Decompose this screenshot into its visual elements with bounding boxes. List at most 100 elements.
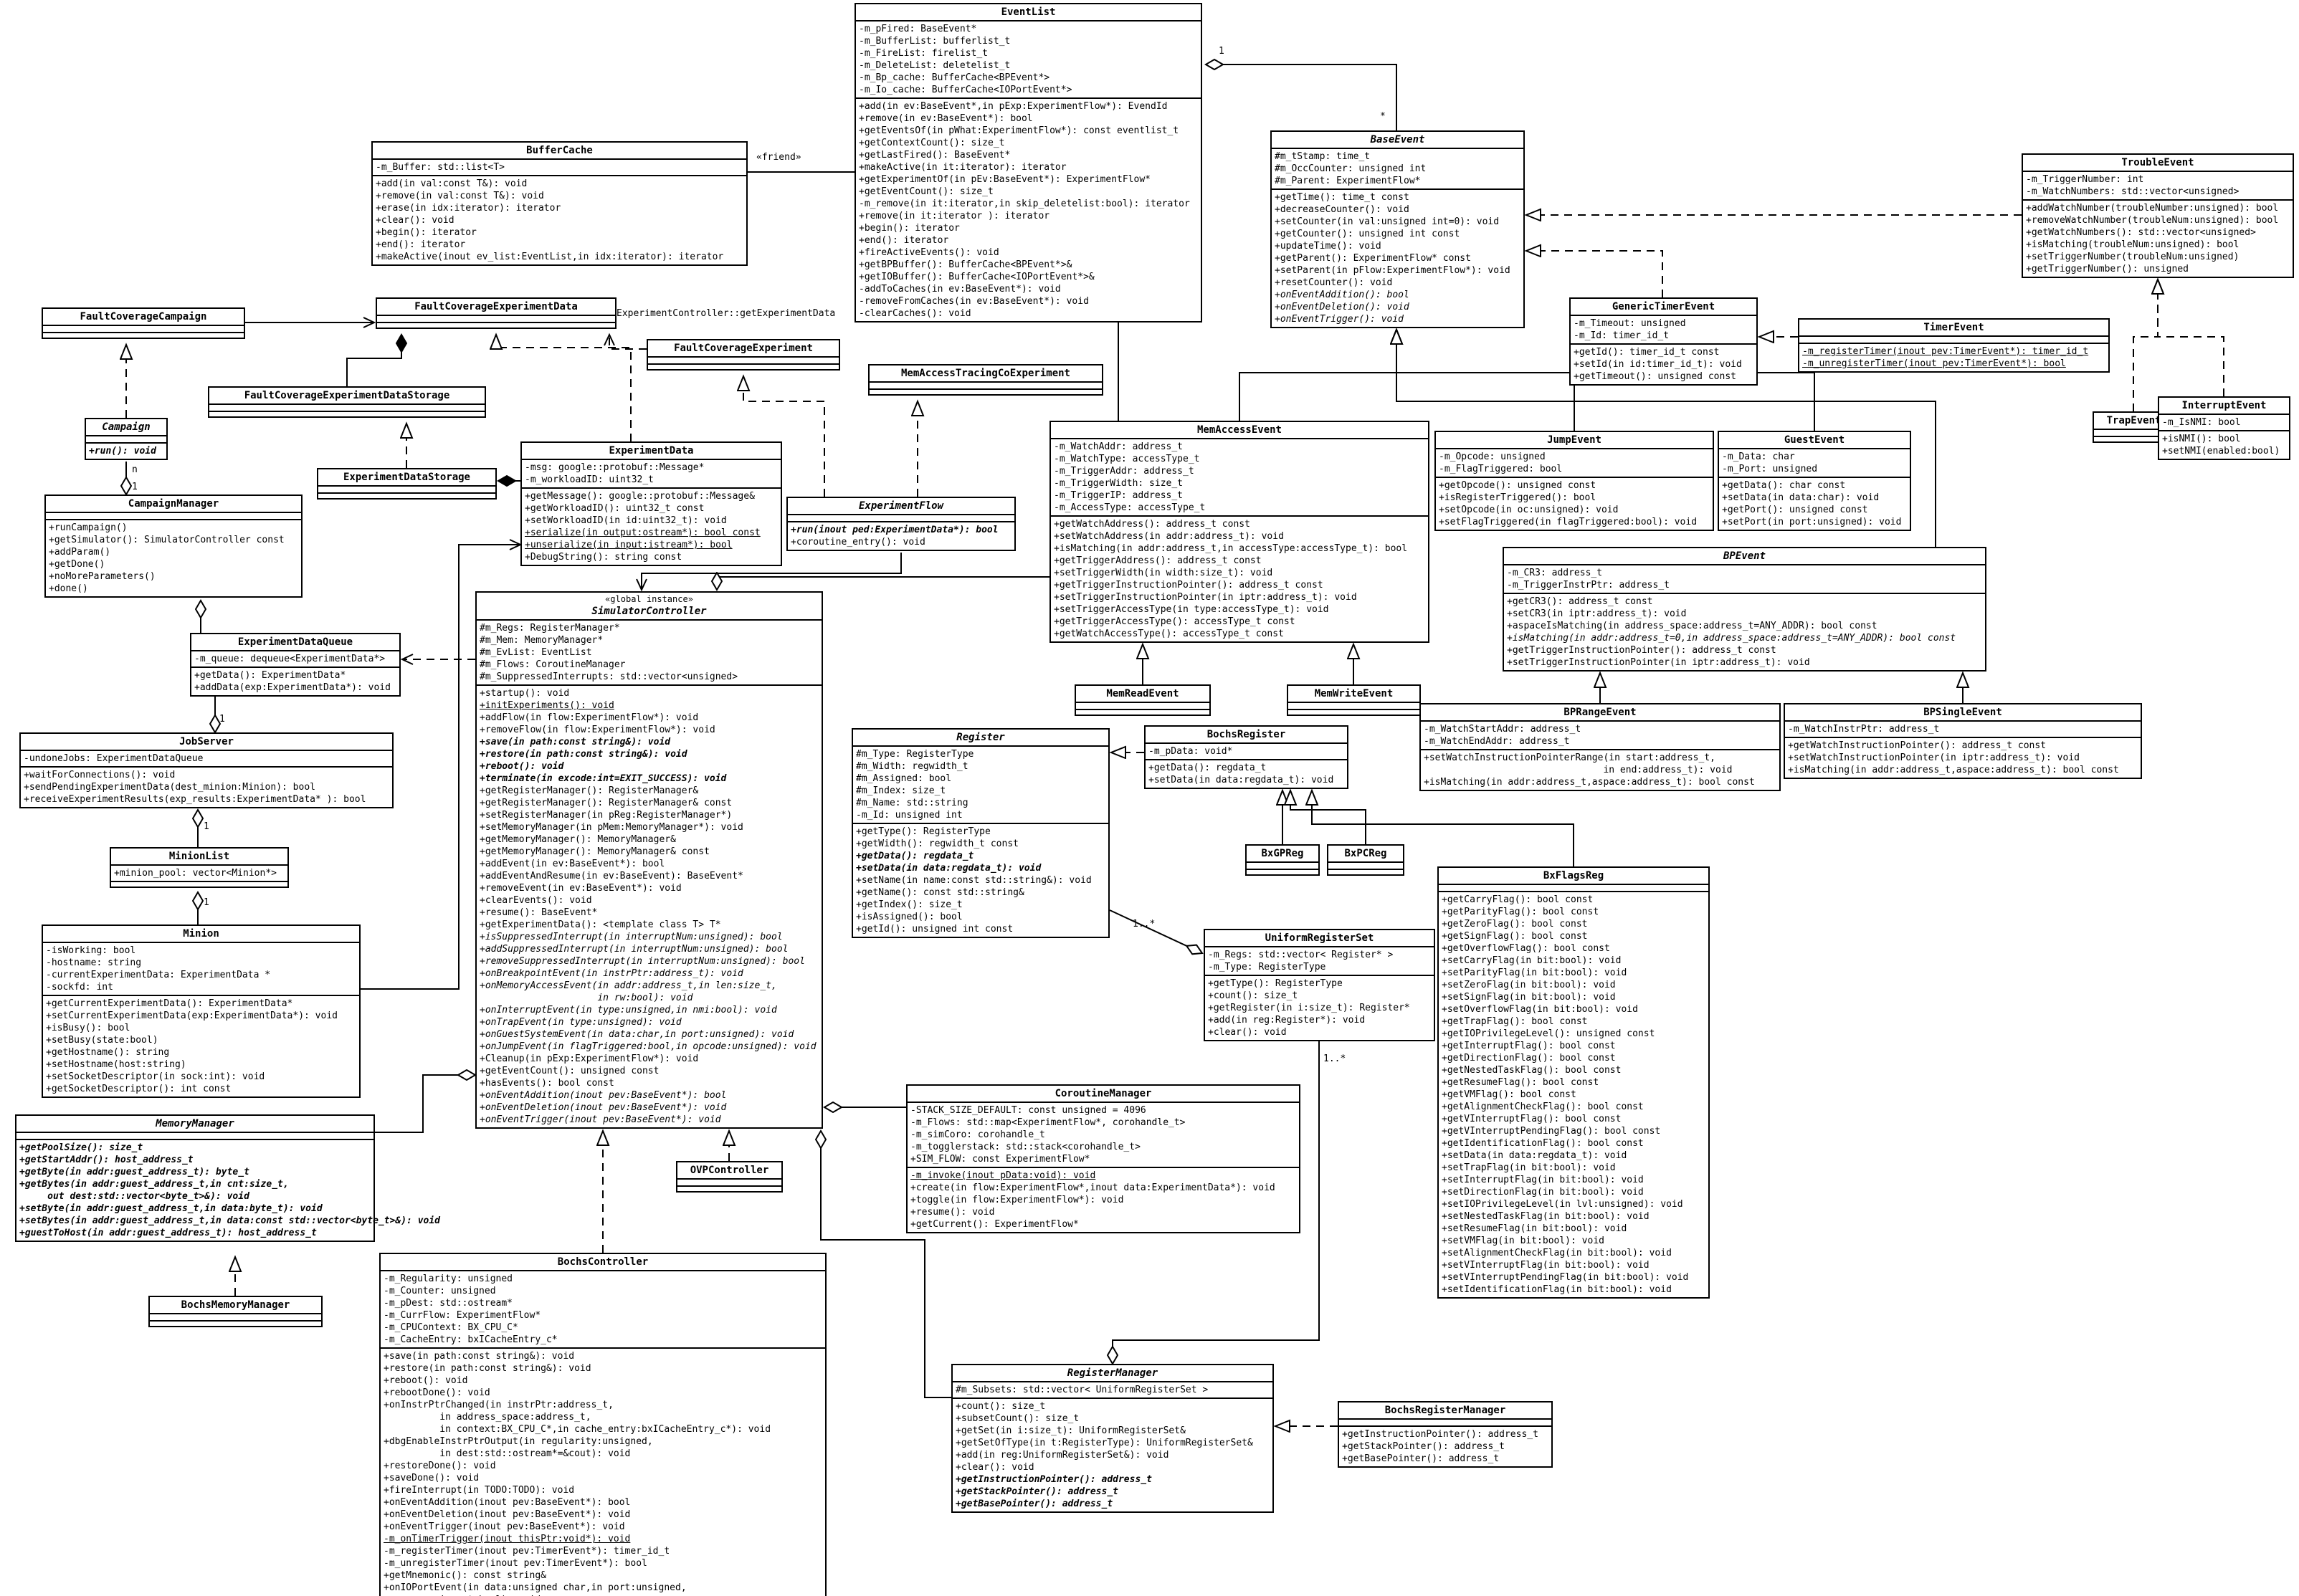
method: +getWatchInstructionPointer(): address_t…	[1788, 740, 2047, 751]
method: +removeWatchNumber(troubleNum:unsigned):…	[2026, 215, 2279, 226]
method: +setWatchInstructionPointer(in iptr:addr…	[1788, 752, 2080, 763]
method: +getRegisterManager(): RegisterManager& …	[480, 798, 733, 808]
method: +clear(): void	[956, 1462, 1034, 1473]
class-header: ExperimentDataQueue	[191, 634, 399, 651]
method: +setTrapFlag(in bit:bool): void	[1442, 1162, 1616, 1173]
class-name: BochsRegisterManager	[1384, 1405, 1506, 1416]
method: +restore(in path:const string&): void	[480, 749, 687, 760]
method: +rebootDone(): void	[384, 1387, 490, 1398]
method: +getParityFlag(): bool const	[1442, 907, 1599, 917]
class-header: EventList	[856, 4, 1201, 21]
method: +isMatching(in addr:address_t,aspace:add…	[1788, 765, 2119, 775]
method: +getOverflowFlag(): bool const	[1442, 943, 1610, 954]
class-memaccessevent: MemAccessEvent-m_WatchAddr: address_t-m_…	[1049, 421, 1429, 643]
class-method-section	[43, 332, 244, 338]
class-name: BPRangeEvent	[1563, 707, 1637, 718]
method: +setTriggerWidth(in width:size_t): void	[1054, 568, 1273, 578]
method: +isBusy(): bool	[46, 1023, 130, 1033]
class-registermanager: RegisterManager#m_Subsets: std::vector< …	[951, 1364, 1274, 1513]
method: +serialize(in output:ostream*): bool con…	[525, 527, 761, 538]
edge-register-uniformregisterset-aggregation	[1109, 909, 1202, 953]
method: +reboot(): void	[384, 1375, 468, 1386]
class-name: TrapEvent	[2106, 415, 2161, 426]
method: +getStartAddr(): host_address_t	[19, 1155, 194, 1165]
class-bxflagsreg: BxFlagsReg+getCarryFlag(): bool const+ge…	[1437, 866, 1710, 1299]
method: out dest:std::vector<byte_t>&): void	[19, 1191, 249, 1202]
class-name: BPSingleEvent	[1923, 707, 2002, 718]
attribute: -m_CurrFlow: ExperimentFlow*	[384, 1310, 541, 1321]
method: +getEventsOf(in pWhat:ExperimentFlow*): …	[859, 125, 1179, 136]
class-attribute-section: -m_Regularity: unsigned-m_Counter: unsig…	[381, 1271, 825, 1347]
multiplicity-1-minion: 1	[204, 897, 209, 908]
method: +getType(): RegisterType	[1208, 978, 1343, 989]
method: +getId(): timer_id_t const	[1574, 347, 1720, 358]
class-attribute-section	[150, 1314, 321, 1320]
class-generictimerevent: GenericTimerEvent-m_Timeout: unsigned-m_…	[1569, 297, 1758, 386]
method: +resume(): BaseEvent*	[480, 907, 598, 918]
class-name: Register	[956, 732, 1005, 743]
method: +onEventTrigger(inout pev:BaseEvent*): v…	[480, 1114, 721, 1125]
attribute: -m_WatchStartAddr: address_t	[1424, 724, 1581, 735]
method: +getCurrentExperimentData(): ExperimentD…	[46, 998, 293, 1009]
method: +setSignFlag(in bit:bool): void	[1442, 992, 1616, 1003]
attribute: #m_Flows: CoroutineManager	[480, 659, 626, 670]
method: +getType(): RegisterType	[856, 826, 991, 837]
method: +aspaceIsMatching(in address_space:addre…	[1507, 621, 1877, 631]
class-attribute-section	[1288, 703, 1419, 709]
class-name: FaultCoverageExperimentData	[414, 301, 578, 312]
attribute: -m_Timeout: unsigned	[1574, 318, 1686, 329]
class-header: BxGPReg	[1247, 846, 1318, 863]
method: +isRegisterTriggered(): bool	[1439, 492, 1596, 503]
method: +receiveExperimentResults(exp_results:Ex…	[24, 794, 366, 805]
class-experimentdatastorage: ExperimentDataStorage	[317, 468, 497, 500]
class-attribute-section	[1076, 703, 1209, 709]
class-header: TimerEvent	[1799, 320, 2108, 337]
method: +setHostname(host:string)	[46, 1059, 186, 1070]
method: +subsetCount(): size_t	[956, 1413, 1080, 1424]
class-bochsregister: BochsRegister-m_pData: void*+getData(): …	[1144, 725, 1348, 789]
method: +getWatchNumbers(): std::vector<unsigned…	[2026, 227, 2256, 238]
class-method-section: +isNMI(): bool+setNMI(enabled:bool)	[2159, 430, 2289, 459]
class-experimentdata: ExperimentData-msg: google::protobuf::Me…	[520, 441, 782, 566]
method: +begin(): iterator	[376, 227, 477, 238]
class-attribute-section	[788, 515, 1014, 521]
method: -m_unregisterTimer(inout pev:TimerEvent*…	[384, 1558, 647, 1569]
class-method-section	[150, 1320, 321, 1326]
method: +getBPBuffer(): BufferCache<BPEvent*>&	[859, 259, 1072, 270]
attribute: -m_DeleteList: deletelist_t	[859, 60, 1011, 71]
attribute: -currentExperimentData: ExperimentData *	[46, 970, 271, 980]
method: +setWorkloadID(in id:uint32_t): void	[525, 515, 727, 526]
method: +addSuppressedInterrupt(in interruptNum:…	[480, 944, 789, 955]
attribute: -m_TriggerInstrPtr: address_t	[1507, 580, 1670, 591]
class-header: BxFlagsReg	[1439, 868, 1708, 885]
class-header: FaultCoverageExperiment	[648, 340, 839, 358]
attribute: -m_Regularity: unsigned	[384, 1274, 513, 1284]
class-name: FaultCoverageCampaign	[80, 311, 207, 322]
attribute: -m_Opcode: unsigned	[1439, 451, 1546, 462]
class-campaignmanager: CampaignManager+runCampaign()+getSimulat…	[44, 494, 303, 598]
class-bprangeevent: BPRangeEvent -m_WatchStartAddr: address_t…	[1419, 703, 1781, 791]
class-name: Minion	[183, 928, 219, 940]
edge-registermanager-simulatorcontroller-aggregation	[821, 1131, 951, 1398]
attribute: -m_pData: void*	[1148, 746, 1233, 757]
method: +setNMI(enabled:bool)	[2162, 446, 2280, 457]
class-name: BaseEvent	[1370, 134, 1425, 145]
class-attribute-section: -m_CR3: address_t-m_TriggerInstrPtr: add…	[1504, 565, 1985, 593]
class-header: CoroutineManager	[908, 1086, 1299, 1103]
class-attribute-section: -m_pFired: BaseEvent*-m_BufferList: buff…	[856, 21, 1201, 97]
class-bochsregistermanager: BochsRegisterManager+getInstructionPoint…	[1338, 1401, 1553, 1468]
method: +setCounter(in val:unsigned int=0): void	[1275, 216, 1500, 227]
method: +getTriggerAccessType(): accessType_t co…	[1054, 616, 1295, 627]
class-jobserver: JobServer-undoneJobs: ExperimentDataQueu…	[19, 732, 394, 808]
method: +setIOPrivilegeLevel(in lvl:unsigned): v…	[1442, 1199, 1683, 1210]
class-name: MemAccessTracingCoExperiment	[900, 368, 1070, 379]
class-attribute-section: -m_Opcode: unsigned-m_FlagTriggered: boo…	[1436, 449, 1713, 477]
method: +setCR3(in iptr:address_t): void	[1507, 608, 1687, 619]
class-header: MemWriteEvent	[1288, 686, 1419, 703]
method: +setBytes(in addr:guest_address_t,in dat…	[19, 1215, 440, 1226]
method: +getCR3(): address_t const	[1507, 596, 1653, 607]
method: +getWatchAddress(): address_t const	[1054, 519, 1250, 530]
method: +getData(): regdata_t	[856, 851, 974, 861]
friend-stereotype-label: «friend»	[756, 152, 801, 163]
method: -m_onTimerTrigger(inout thisPtr:void*): …	[384, 1534, 631, 1544]
